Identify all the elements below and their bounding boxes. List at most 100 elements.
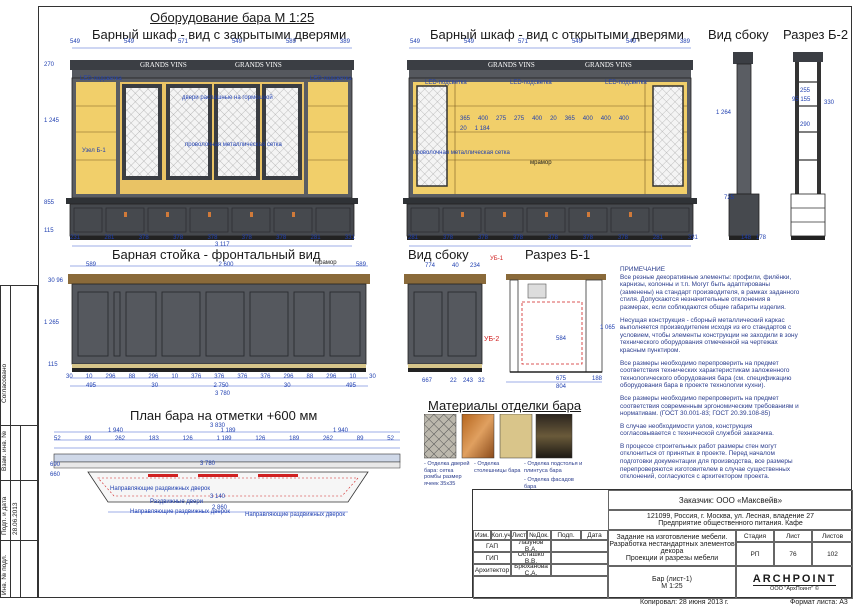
- counter-front-title: Барная стойка - фронтальный вид: [112, 247, 321, 262]
- brand-closed-2: GRANDS VINS: [235, 61, 282, 69]
- open-cells-dims: 365 400 275 275 400 20 365 400 400 400 2…: [460, 116, 629, 132]
- brand-open-1: GRANDS VINS: [488, 61, 535, 69]
- material-caption-2: - Отделка столешницы бара: [474, 461, 521, 474]
- uzel-label: Узел Б-1: [82, 148, 106, 154]
- notes-block: ПРИМЕЧАНИЕ Все резные декоративные элеме…: [620, 266, 800, 486]
- address-cell: 121099, Россия, г. Москва, ул. Лесная, в…: [608, 510, 853, 530]
- side-b-dim-7: 32: [478, 378, 485, 384]
- open-view-title: Барный шкаф - вид с открытыми дверями: [430, 27, 684, 42]
- side-b-dim-2: 40: [452, 263, 459, 269]
- b1-dim-4: 675: [556, 376, 567, 382]
- mesh-label-closed: проволочная металлическая сетка: [185, 142, 282, 148]
- counter-sub-dims: 495 30 2 750 30 495: [86, 383, 356, 389]
- agreed-label: Согласовано: [1, 363, 8, 403]
- counter-top-dims: 589 2 600 589: [86, 262, 366, 268]
- plan-title: План бара на отметки +600 мм: [130, 408, 318, 423]
- archpoint-logo: ARCHPOINT: [752, 573, 837, 586]
- plan-label-1: Направляющие раздвижных дверок: [110, 486, 211, 492]
- closed-total-dim: 3 117: [215, 242, 230, 248]
- open-bottom-dims: 281 378 378 378 378 378 378 281 331: [408, 235, 698, 241]
- ub1-label: УБ-1: [490, 256, 504, 262]
- vzam-label: Взам. инв. №: [1, 430, 8, 471]
- counter-front-drawing: [68, 265, 370, 387]
- side-dim-4: 178: [756, 235, 767, 241]
- plan-label-3: Направляющие раздвижных дверок: [130, 509, 231, 515]
- plan-inner-dim-2: 3 140: [210, 494, 226, 500]
- note-4: Все размеры необходимо перепроверить на …: [620, 394, 799, 418]
- materials-title: Материалы отделки бара: [428, 398, 582, 413]
- section-b1-title: Разрез Б-1: [525, 247, 591, 262]
- brand-open-2: GRANDS VINS: [585, 61, 632, 69]
- note-5: В случае необходимости узлов, конструкци…: [620, 422, 774, 438]
- side-view-counter: [404, 274, 486, 372]
- closed-left-dim-2: 1 245: [44, 118, 60, 124]
- side-b-dim-5: 22: [450, 378, 457, 384]
- side-b-dim-3: 234: [470, 263, 481, 269]
- note-2: Несущая конструкция - сборный металличес…: [620, 316, 798, 354]
- customer-cell: Заказчик: ООО «Максвейв»: [608, 490, 853, 510]
- counter-left-dim-1: 30 96: [48, 278, 64, 284]
- counter-bottom-dims: 30 10 296 88 296 10 376 376 376 376 296 …: [66, 374, 376, 380]
- material-caption-4: - Отделка фасадов бара: [524, 477, 574, 490]
- inv-label: Инв. № подл.: [1, 554, 8, 596]
- plan-label-4: Направляющие раздвижных дверок: [245, 512, 346, 518]
- plan-sub-dims: 52 89 262 183 126 1 189 126 189 262 89 5…: [54, 436, 394, 442]
- plan-left-dim-2: 660: [50, 472, 61, 478]
- logo-cell: ARCHPOINT ООО "АрхПоинт" ©: [736, 566, 853, 599]
- side-view-title-top: Вид сбоку: [708, 27, 769, 42]
- task-cell: Задание на изготовление мебели. Разработ…: [608, 530, 736, 566]
- stamp-date: 28.06.2013: [12, 502, 19, 535]
- plan-inner-dim-1: 3 780: [200, 461, 216, 467]
- side-dim-1: 1 264: [716, 110, 732, 116]
- side-b-dim-1: 774: [425, 263, 436, 269]
- b2-dim-2: 330: [824, 100, 835, 106]
- section-b1-drawing: [506, 274, 606, 383]
- plan-total-dim: 3 830: [210, 423, 226, 429]
- side-view-title-bottom: Вид сбоку: [408, 247, 469, 262]
- podp-label: Подп. и дата: [1, 496, 8, 535]
- mesh-label-open: проволочная металлическая сетка: [413, 150, 510, 156]
- closed-left-dim-1: 270: [44, 62, 55, 68]
- side-b-dim-4: 667: [422, 378, 433, 384]
- closed-left-dim-3: 855: [44, 200, 55, 206]
- counter-left-dim-3: 115: [48, 362, 58, 368]
- main-title: Оборудование бара М 1:25: [150, 10, 315, 25]
- plan-drawing: [53, 431, 401, 513]
- b1-dim-5: 804: [556, 384, 567, 390]
- side-stamp: Согласовано Взам. инв. № Подп. и дата 28…: [0, 285, 38, 598]
- plan-label-2: Раздвижные двери: [150, 499, 204, 505]
- note-1: ПРИМЕЧАНИЕ Все резные декоративные элеме…: [620, 266, 800, 311]
- b1-dim-2: 1 065: [600, 325, 616, 331]
- closed-bottom-dims: 231 281 378 378 378 378 378 281 331: [70, 235, 355, 241]
- side-dim-2: 725: [724, 195, 735, 201]
- closed-cabinet-drawing: [66, 47, 358, 247]
- mramor-counter-label: мрамор: [315, 260, 337, 266]
- copied-label: Копировал: 28 июня 2013 г.: [640, 599, 729, 606]
- section-b2-title: Разрез Б-2: [783, 27, 849, 42]
- note-3: Все размеры необходимо перепроверить на …: [620, 359, 792, 390]
- led-label-open-3: LED-подсветка: [605, 80, 647, 86]
- b2-dim-1: 255: [800, 88, 811, 94]
- closed-left-dim-4: 115: [44, 228, 54, 234]
- led-label-closed-1: LED-подсветка: [80, 76, 122, 82]
- b2-dim-3: 95 155: [792, 97, 811, 103]
- counter-left-dim-2: 1 265: [44, 320, 60, 326]
- plan-top-dims: 1 940 1 189 1 940: [108, 428, 348, 434]
- material-caption-3: - Отделка подстолья и плинтуса бара: [524, 461, 583, 474]
- ub2-label: УБ-2: [484, 336, 500, 343]
- closed-top-dims: 549 549 571 549 589 389: [70, 39, 350, 45]
- closed-view-title: Барный шкаф - вид с закрытыми дверями: [92, 27, 347, 42]
- b1-dim-3: 188: [592, 376, 603, 382]
- led-label-open-2: LED-подсветка: [510, 80, 552, 86]
- plan-inner-dim-3: 2 860: [212, 505, 228, 511]
- side-view-cabinet: [728, 52, 760, 240]
- open-cabinet-drawing: [403, 47, 697, 247]
- title-block: Заказчик: ООО «Максвейв» 121099, Россия,…: [472, 489, 853, 599]
- led-label-closed-2: LED-подсветка: [310, 76, 352, 82]
- b1-dim-1: 584: [556, 336, 567, 342]
- sheet-frame: [38, 6, 852, 598]
- b2-dim-4: 290: [800, 122, 811, 128]
- doors-hinge-label: двери распашные на гормошкой: [182, 95, 273, 101]
- side-b-dim-6: 243: [463, 378, 474, 384]
- note-6: В процессе строительных работ размеры ст…: [620, 442, 793, 481]
